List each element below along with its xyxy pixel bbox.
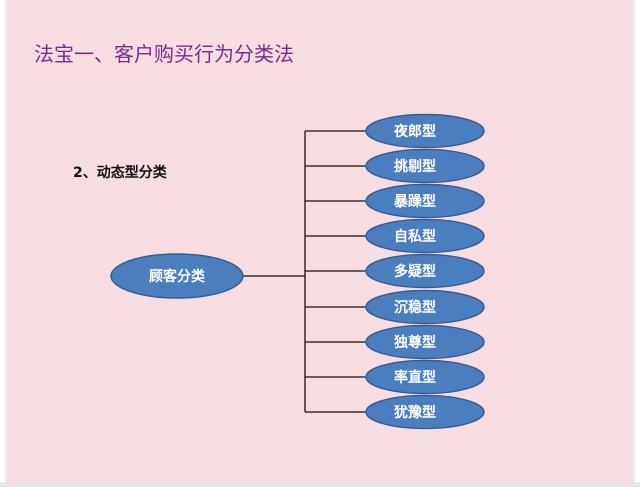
child-node-shape bbox=[365, 218, 485, 254]
child-node-shape bbox=[365, 183, 485, 219]
child-node-shape bbox=[365, 113, 485, 149]
child-node-label: 沉稳型 bbox=[394, 299, 436, 316]
child-node: 独尊型 bbox=[365, 324, 485, 360]
child-node-label: 犹豫型 bbox=[394, 404, 436, 421]
child-node-shape bbox=[365, 324, 485, 360]
child-node: 夜郎型 bbox=[365, 113, 485, 149]
child-node: 率直型 bbox=[365, 359, 485, 395]
slide bbox=[6, 0, 634, 482]
child-node-label: 率直型 bbox=[394, 369, 436, 386]
slide-subtitle: 2、动态型分类 bbox=[73, 165, 167, 181]
child-node: 暴躁型 bbox=[365, 183, 485, 219]
child-node-label: 多疑型 bbox=[394, 263, 436, 280]
connectors bbox=[243, 130, 366, 413]
bottom-strip bbox=[0, 482, 640, 487]
child-node-label: 夜郎型 bbox=[393, 123, 436, 140]
child-node-shape bbox=[365, 289, 485, 325]
child-node-label: 挑剔型 bbox=[394, 158, 436, 175]
child-node: 挑剔型 bbox=[365, 148, 485, 184]
child-node-shape bbox=[365, 148, 485, 184]
child-node: 多疑型 bbox=[365, 253, 485, 289]
root-node-label: 顾客分类 bbox=[149, 268, 206, 285]
root-node: 顾客分类 bbox=[110, 253, 244, 299]
child-node-label: 自私型 bbox=[394, 228, 436, 245]
slide-title: 法宝一、客户购买行为分类法 bbox=[34, 42, 294, 66]
child-node-label: 独尊型 bbox=[394, 334, 436, 351]
child-node: 犹豫型 bbox=[365, 394, 485, 430]
child-node-shape bbox=[365, 394, 485, 430]
child-node-shape bbox=[365, 359, 485, 395]
child-node: 沉稳型 bbox=[365, 289, 485, 325]
child-node-shape bbox=[365, 253, 485, 289]
child-node-label: 暴躁型 bbox=[393, 193, 436, 210]
root-node-shape bbox=[110, 253, 244, 299]
child-node: 自私型 bbox=[365, 218, 485, 254]
